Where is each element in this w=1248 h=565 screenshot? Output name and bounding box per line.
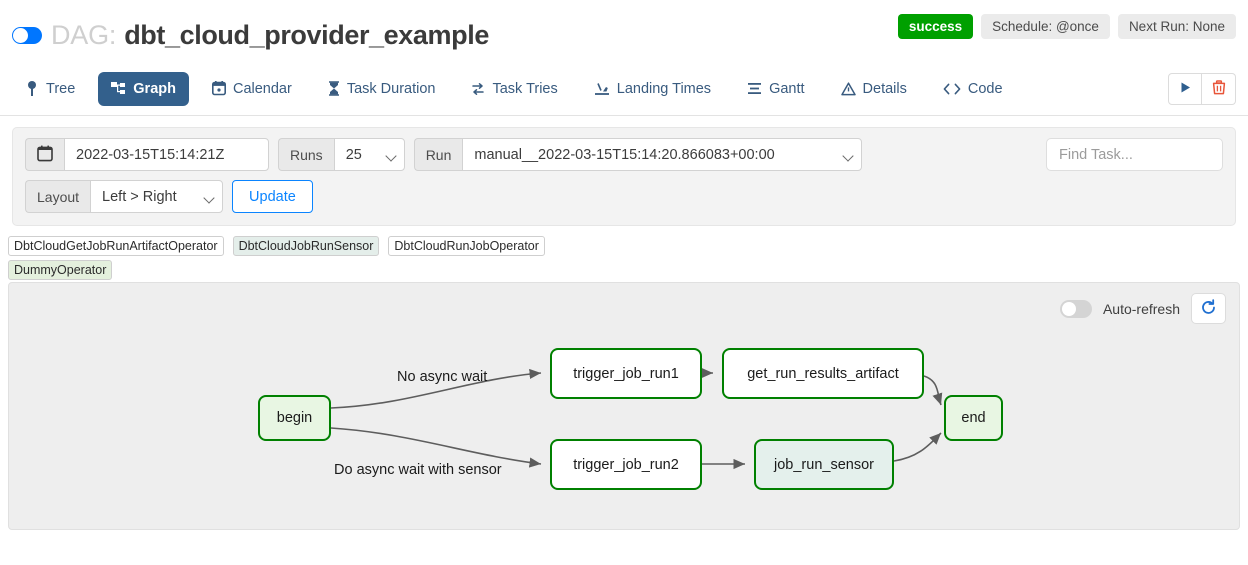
tab-calendar-label: Calendar — [232, 80, 292, 97]
operator-legend: DbtCloudGetJobRunArtifactOperator DbtClo… — [8, 236, 1240, 260]
runs-label: Runs — [278, 138, 334, 171]
tab-tree-label: Tree — [46, 80, 76, 97]
next-run-badge: Next Run: None — [1117, 13, 1236, 39]
code-icon — [943, 83, 961, 95]
calendar-button[interactable] — [25, 138, 64, 171]
dag-action-buttons — [1168, 72, 1236, 105]
layout-group: Layout Left > Right — [25, 180, 224, 213]
warning-triangle-icon — [840, 81, 856, 96]
auto-refresh-label: Auto-refresh — [1102, 300, 1180, 317]
retry-icon — [471, 82, 485, 96]
edge-label-do-async-wait: Do async wait with sensor — [334, 462, 502, 478]
tab-gantt-label: Gantt — [769, 80, 805, 97]
operator-legend-2: DummyOperator — [8, 260, 1240, 284]
tab-calendar[interactable]: Calendar — [199, 72, 305, 106]
tab-graph[interactable]: Graph — [98, 71, 189, 106]
edge-label-no-async-wait: No async wait — [397, 369, 488, 385]
graph-node-get-run-results-artifact[interactable]: get_run_results_artifact — [722, 348, 924, 399]
operator-chip: DbtCloudJobRunSensor — [232, 236, 380, 256]
schedule-badge: Schedule: @once — [981, 13, 1110, 39]
tab-task-tries-label: Task Tries — [492, 80, 558, 97]
gantt-icon — [747, 82, 762, 95]
dag-filter-panel: 2022-03-15T15:14:21Z Runs 25 Run manual_… — [12, 127, 1236, 226]
legend-area: DbtCloudGetJobRunArtifactOperator DbtClo… — [0, 226, 1248, 530]
run-label: Run — [413, 138, 463, 171]
graph-icon — [111, 81, 126, 96]
execution-date-input[interactable]: 2022-03-15T15:14:21Z — [64, 138, 269, 171]
dag-header: DAG: dbt_cloud_provider_example success … — [0, 0, 1248, 62]
graph-edges — [330, 367, 943, 470]
graph-node-trigger-job-run2[interactable]: trigger_job_run2 — [550, 439, 702, 490]
dag-prefix-label: DAG: — [51, 19, 117, 50]
tab-code[interactable]: Code — [930, 72, 1016, 106]
tab-tree[interactable]: Tree — [12, 72, 88, 106]
filter-row-layout: Layout Left > Right Update — [25, 180, 1223, 213]
graph-node-trigger-job-run1[interactable]: trigger_job_run1 — [550, 348, 702, 399]
graph-node-end[interactable]: end — [944, 395, 1003, 441]
calendar-icon — [211, 81, 226, 96]
status-badge: success — [897, 13, 974, 39]
runs-group: Runs 25 — [278, 138, 405, 171]
delete-dag-button[interactable] — [1202, 72, 1236, 105]
layout-select[interactable]: Left > Right — [90, 180, 224, 213]
tab-landing-times[interactable]: Landing Times — [581, 72, 724, 106]
dag-status-badges: success Schedule: @once Next Run: None — [897, 13, 1236, 39]
dag-graph-canvas[interactable]: Auto-refresh begin trigger_j — [8, 282, 1240, 530]
dag-pause-toggle[interactable] — [12, 26, 42, 44]
update-button[interactable]: Update — [232, 180, 313, 213]
graph-node-job-run-sensor[interactable]: job_run_sensor — [754, 439, 894, 490]
tree-icon — [25, 81, 39, 96]
search-input[interactable]: Find Task... — [1046, 138, 1223, 171]
graph-node-begin[interactable]: begin — [258, 395, 331, 441]
tab-task-tries[interactable]: Task Tries — [458, 72, 570, 106]
trash-icon — [1212, 79, 1226, 98]
refresh-icon — [1200, 298, 1217, 319]
trigger-dag-button[interactable] — [1168, 72, 1202, 105]
tab-graph-label: Graph — [133, 80, 176, 97]
tab-details-label: Details — [862, 80, 907, 97]
tab-task-duration-label: Task Duration — [346, 80, 436, 97]
operator-chip: DummyOperator — [8, 260, 113, 280]
layout-label: Layout — [25, 180, 91, 213]
landing-icon — [594, 82, 610, 96]
tab-task-duration[interactable]: Task Duration — [315, 72, 449, 106]
run-select[interactable]: manual__2022-03-15T15:14:20.866083+00:00 — [462, 138, 863, 171]
execution-date-group: 2022-03-15T15:14:21Z — [25, 138, 269, 171]
auto-refresh-toggle[interactable] — [1059, 299, 1092, 318]
graph-toolbar: Auto-refresh — [1059, 293, 1226, 324]
hourglass-icon — [328, 81, 340, 96]
tab-details[interactable]: Details — [828, 72, 920, 106]
tab-code-label: Code — [967, 80, 1003, 97]
refresh-button[interactable] — [1191, 293, 1226, 324]
tab-gantt[interactable]: Gantt — [734, 72, 817, 106]
tab-landing-times-label: Landing Times — [616, 80, 712, 97]
operator-chip: DbtCloudGetJobRunArtifactOperator — [8, 236, 224, 256]
play-icon — [1179, 81, 1192, 97]
runs-select[interactable]: 25 — [333, 138, 405, 171]
run-group: Run manual__2022-03-15T15:14:20.866083+0… — [413, 138, 863, 171]
filter-row-primary: 2022-03-15T15:14:21Z Runs 25 Run manual_… — [25, 138, 1223, 171]
page-title: dbt_cloud_provider_example — [124, 19, 489, 50]
calendar-icon — [37, 145, 53, 165]
dag-tab-bar: Tree Graph Calendar Task Duration Task T… — [0, 62, 1248, 116]
operator-chip: DbtCloudRunJobOperator — [388, 236, 545, 256]
